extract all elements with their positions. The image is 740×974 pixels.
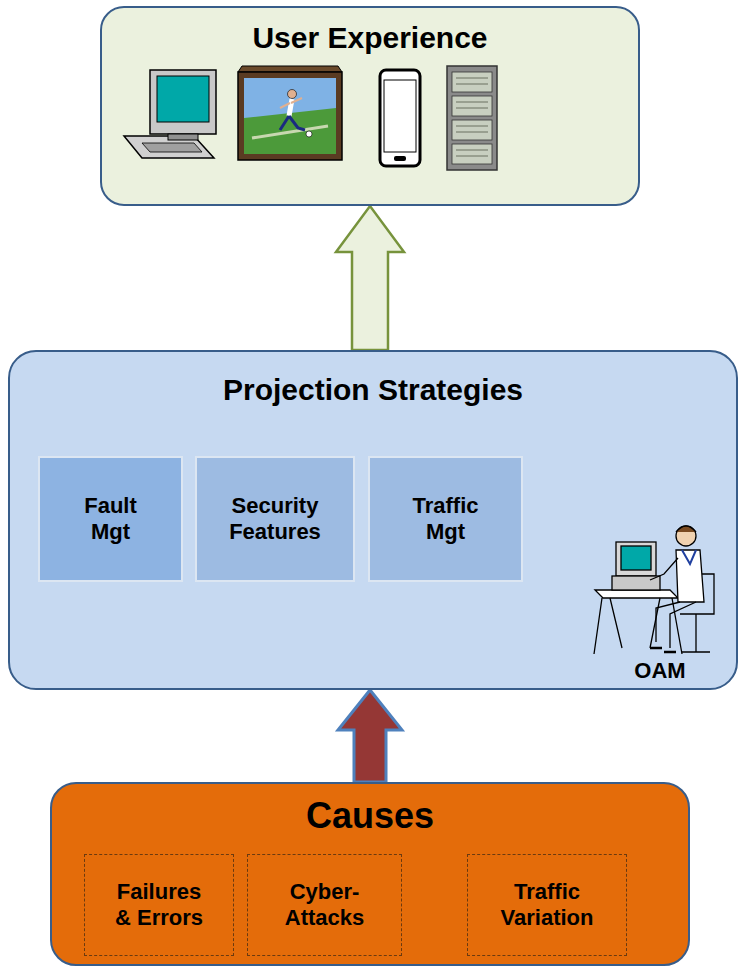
node-heading: Fault Mgt [65,493,156,546]
node-heading: User Experience [102,20,638,56]
causes-box: CausesFailures & Errors Cyber-Attacks Traf… [50,782,690,966]
node-heading: Causes [52,794,688,837]
tv-icon [238,66,342,160]
server-icon [447,66,497,170]
node-heading: Cyber-Attacks [260,879,389,932]
process-box: Traffic Mgt [368,456,523,582]
experience-box: User Experience [100,6,640,206]
phone-icon [380,70,420,166]
computer-icon [124,70,216,158]
cause-box: Failures & Errors [84,854,234,956]
node-heading: Projection Strategies [10,372,736,408]
node-heading: Security Features [217,493,333,546]
role-label: OAM [600,658,720,684]
strategy-box: Projection StrategiesFault Mgt Security F… [8,350,738,690]
node-heading: Traffic Mgt [392,493,499,546]
block-arrow [338,690,402,782]
block-arrow [336,206,404,350]
cause-box: Traffic Variation [467,854,627,956]
node-heading: Traffic Variation [488,879,606,932]
process-box: Security Features [195,456,355,582]
cause-box: Cyber-Attacks [247,854,402,956]
process-box: Fault Mgt [38,456,183,582]
node-heading: Failures & Errors [109,879,209,932]
